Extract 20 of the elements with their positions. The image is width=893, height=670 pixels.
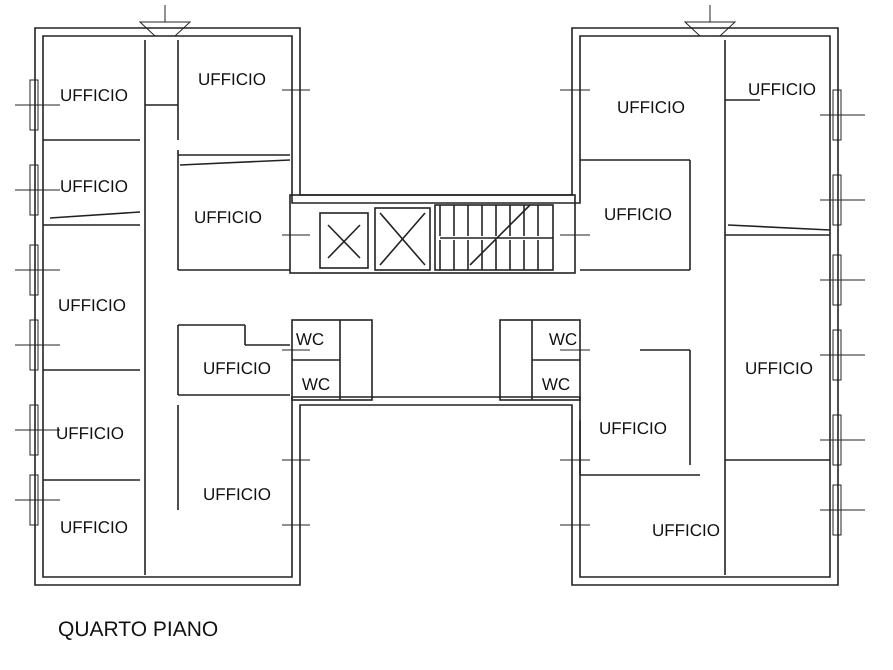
room-label: UFFICIO [203, 485, 271, 505]
room-label: UFFICIO [652, 521, 720, 541]
room-label: UFFICIO [599, 419, 667, 439]
room-label: UFFICIO [60, 86, 128, 106]
room-label: UFFICIO [745, 359, 813, 379]
room-label: UFFICIO [198, 70, 266, 90]
room-label: UFFICIO [56, 424, 124, 444]
room-label: UFFICIO [604, 205, 672, 225]
room-label: UFFICIO [60, 518, 128, 538]
room-label: UFFICIO [60, 177, 128, 197]
room-label: UFFICIO [617, 98, 685, 118]
room-label: WC [302, 375, 330, 395]
room-label: UFFICIO [194, 208, 262, 228]
room-label: WC [296, 330, 324, 350]
room-label: UFFICIO [203, 359, 271, 379]
room-label: UFFICIO [748, 80, 816, 100]
room-label: UFFICIO [58, 296, 126, 316]
room-label: WC [548, 330, 578, 350]
room-label: WC [542, 375, 570, 395]
floor-caption: QUARTO PIANO [58, 618, 218, 642]
